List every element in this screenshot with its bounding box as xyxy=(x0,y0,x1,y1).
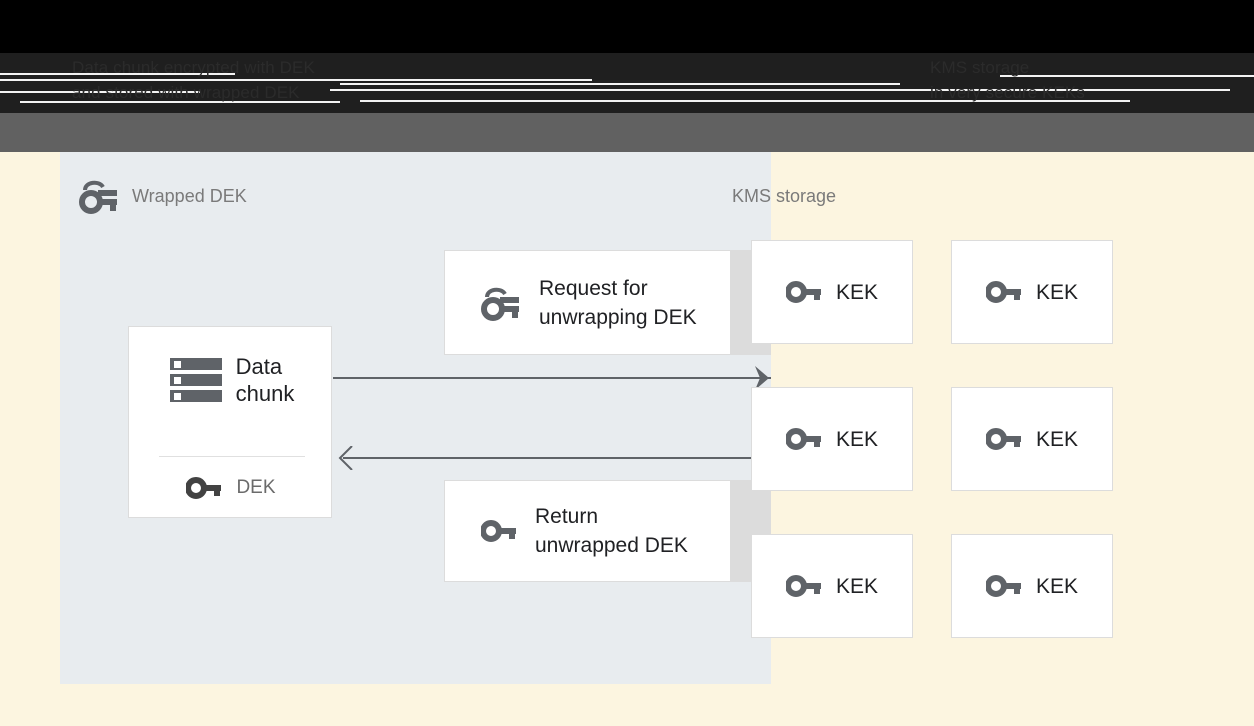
dek-label: DEK xyxy=(236,477,276,498)
return-message-card[interactable]: Return unwrapped DEK xyxy=(444,480,731,582)
server-stack-icon xyxy=(169,358,222,402)
kek-card[interactable]: KEK xyxy=(751,387,913,491)
dek-row: DEK xyxy=(129,475,333,501)
kek-label: KEK xyxy=(1035,280,1079,304)
kms-key-grid: KEK KEK KEK KEK xyxy=(751,240,1175,638)
data-chunk-divider xyxy=(159,456,305,457)
key-icon xyxy=(785,428,821,450)
request-arrow-line xyxy=(333,377,771,379)
toolbar-strip-left-edge xyxy=(0,113,68,152)
kms-panel-title: KMS storage xyxy=(732,186,837,206)
toolbar-strip xyxy=(0,113,1254,152)
key-icon xyxy=(985,281,1021,303)
caption-right-text: KMS storage in very secure KEKs xyxy=(930,58,1085,102)
wrapped-key-icon xyxy=(481,287,519,321)
kek-card[interactable]: KEK xyxy=(751,534,913,638)
kek-label: KEK xyxy=(1035,427,1079,451)
diagram-canvas: Wrapped DEK Data chunk xyxy=(0,152,1254,726)
caption-band: Data chunk encrypted with DEK and stored… xyxy=(0,0,1254,113)
kek-label: KEK xyxy=(835,280,879,304)
caption-band-inner: Data chunk encrypted with DEK and stored… xyxy=(0,53,1254,113)
kek-label: KEK xyxy=(835,574,879,598)
client-panel: Wrapped DEK Data chunk xyxy=(60,152,771,684)
kek-card[interactable]: KEK xyxy=(951,240,1113,344)
key-icon xyxy=(186,477,222,499)
request-message-label: Request for unwrapping DEK xyxy=(539,276,697,329)
key-icon xyxy=(785,281,821,303)
key-icon xyxy=(481,520,516,542)
key-icon xyxy=(785,575,821,597)
kek-label: KEK xyxy=(835,427,879,451)
client-panel-title: Wrapped DEK xyxy=(132,186,247,206)
key-icon xyxy=(985,575,1021,597)
key-icon xyxy=(985,428,1021,450)
kek-card[interactable]: KEK xyxy=(951,534,1113,638)
kek-label: KEK xyxy=(1035,574,1079,598)
return-message-label: Return unwrapped DEK xyxy=(535,505,688,557)
data-chunk-label: Data chunk xyxy=(235,354,295,406)
kek-card[interactable]: KEK xyxy=(951,387,1113,491)
data-chunk-card[interactable]: Data chunk DEK xyxy=(128,326,332,518)
request-message-card[interactable]: Request for unwrapping DEK xyxy=(444,250,731,355)
request-arrow-head-icon xyxy=(755,366,769,390)
return-arrow-line xyxy=(343,457,771,459)
wrapped-key-icon xyxy=(79,180,117,214)
caption-left-text: Data chunk encrypted with DEK and stored… xyxy=(72,58,315,102)
kek-card[interactable]: KEK xyxy=(751,240,913,344)
return-arrow-head-icon xyxy=(338,446,353,470)
data-chunk-row: Data chunk xyxy=(129,353,333,407)
